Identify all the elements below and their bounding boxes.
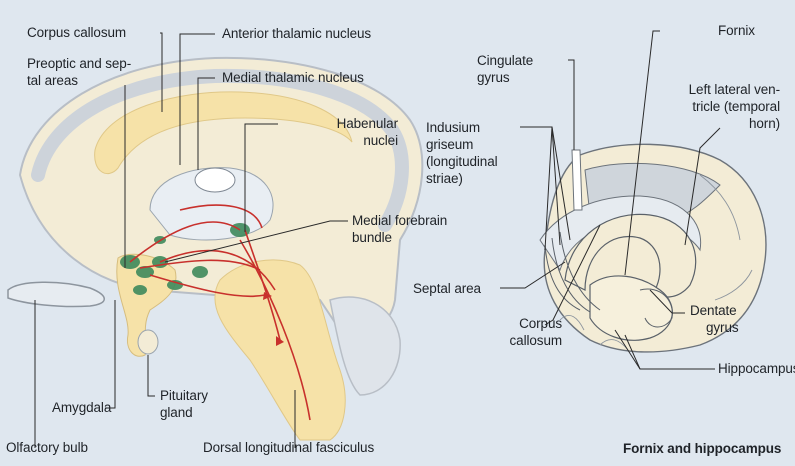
label-pituitary-line1: Pituitary (160, 388, 208, 404)
label-medial-thalamic-nucleus: Medial thalamic nucleus (222, 70, 364, 86)
label-pituitary-line2: gland (160, 405, 193, 421)
label-habenular-line2: nuclei (304, 133, 398, 149)
pituitary-shape (138, 330, 158, 354)
cingulate-stem (572, 150, 582, 210)
label-septal-area: Septal area (413, 281, 481, 297)
label-dentate-line1: Dentate (690, 303, 737, 319)
label-corpus-callosum-right-line1: Corpus (492, 316, 562, 332)
label-left-lateral-line2: tricle (temporal (650, 99, 780, 115)
label-dentate-line2: gyrus (706, 320, 739, 336)
label-indusium-line2: griseum (426, 137, 473, 153)
label-anterior-thalamic-nucleus: Anterior thalamic nucleus (222, 26, 371, 42)
label-left-lateral-line3: horn) (650, 116, 780, 132)
label-dorsal-longitudinal-fasciculus: Dorsal longitudinal fasciculus (203, 440, 374, 456)
label-olfactory-bulb: Olfactory bulb (6, 440, 88, 456)
label-habenular-line1: Habenular (304, 116, 398, 132)
label-indusium-line1: Indusium (426, 120, 480, 136)
label-cingulate-line2: gyrus (477, 70, 510, 86)
label-preoptic-line2: tal areas (27, 73, 78, 89)
label-corpus-callosum-right-line2: callosum (492, 333, 562, 349)
anterior-thalamic-shape (195, 168, 235, 192)
label-fornix: Fornix (718, 23, 755, 39)
label-cingulate-line1: Cingulate (477, 53, 533, 69)
label-amygdala: Amygdala (52, 400, 111, 416)
label-hippocampus: Hippocampus (718, 361, 795, 377)
label-medial-forebrain-line1: Medial forebrain (352, 213, 447, 229)
label-medial-forebrain-line2: bundle (352, 230, 392, 246)
olfactory-bulb-shape (8, 282, 104, 306)
label-indusium-line3: (longitudinal (426, 154, 498, 170)
label-preoptic-line1: Preoptic and sep- (27, 56, 131, 72)
label-corpus-callosum: Corpus callosum (27, 25, 126, 41)
label-left-lateral-line1: Left lateral ven- (650, 82, 780, 98)
label-indusium-line4: striae) (426, 171, 463, 187)
figure-caption: Fornix and hippocampus (623, 441, 781, 457)
